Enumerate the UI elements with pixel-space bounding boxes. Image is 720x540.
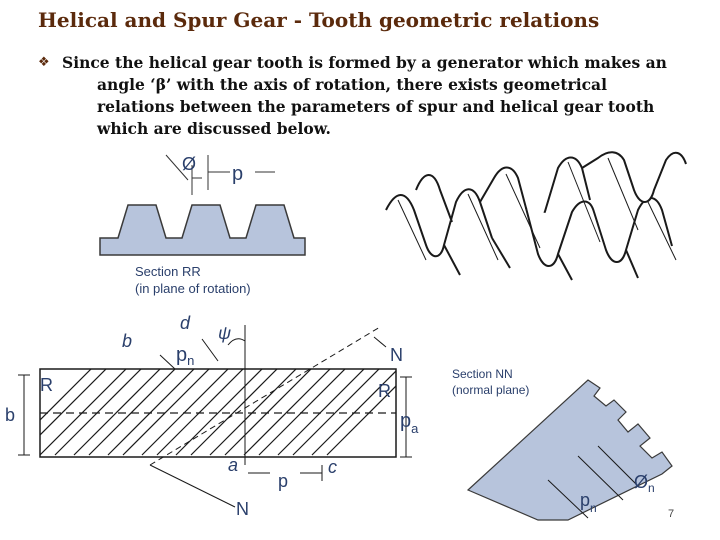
section-nn-figure: Section NN (normal plane) Øn pn	[452, 367, 673, 521]
helical-teeth-sketch	[385, 151, 687, 281]
bullet-text: Since the helical gear tooth is formed b…	[62, 52, 698, 140]
section-rr-caption: Section RR	[135, 264, 201, 279]
circular-pitch-label: p	[278, 471, 288, 491]
phi-label: Ø	[182, 154, 196, 174]
slide-title: Helical and Spur Gear - Tooth geometric …	[38, 8, 600, 32]
section-r-right: R	[378, 381, 391, 401]
section-nn-caption: Section NN	[452, 367, 513, 381]
psi-label: ψ	[218, 323, 231, 343]
axial-pitch-label: pa	[400, 410, 419, 436]
bullet-point: ❖ Since the helical gear tooth is formed…	[38, 52, 698, 140]
helical-rack-plan-figure: b d ψ pn N R R b pa a p c N	[5, 313, 419, 519]
bullet-line: which are discussed below.	[97, 119, 331, 138]
section-rr-figure: Ø p Section RR (in plane of rotation)	[90, 150, 310, 310]
pitch-label: p	[232, 163, 243, 185]
bullet-line: angle ‘β’ with the axis of rotation, the…	[97, 75, 607, 94]
d-label: d	[180, 313, 191, 333]
normal-section-teeth	[466, 379, 673, 521]
phi-n-label: Øn	[634, 472, 655, 495]
page-number: 7	[668, 508, 675, 520]
bullet-line: relations between the parameters of spur…	[97, 97, 655, 116]
section-rr-subcaption: (in plane of rotation)	[135, 281, 251, 296]
normal-n-top: N	[390, 345, 403, 365]
face-width-label-top: b	[122, 331, 132, 351]
rack-teeth-shape	[99, 204, 306, 256]
face-width-label-left: b	[5, 405, 15, 425]
diamond-bullet-icon: ❖	[38, 55, 50, 70]
normal-n-bottom: N	[236, 499, 249, 519]
c-label: c	[328, 457, 337, 477]
pn-label-section: pn	[580, 490, 597, 515]
a-label: a	[228, 455, 238, 475]
section-nn-subcaption: (normal plane)	[452, 383, 529, 397]
pn-label: pn	[176, 344, 194, 368]
section-r-left: R	[40, 375, 53, 395]
bullet-line: Since the helical gear tooth is formed b…	[62, 53, 667, 72]
